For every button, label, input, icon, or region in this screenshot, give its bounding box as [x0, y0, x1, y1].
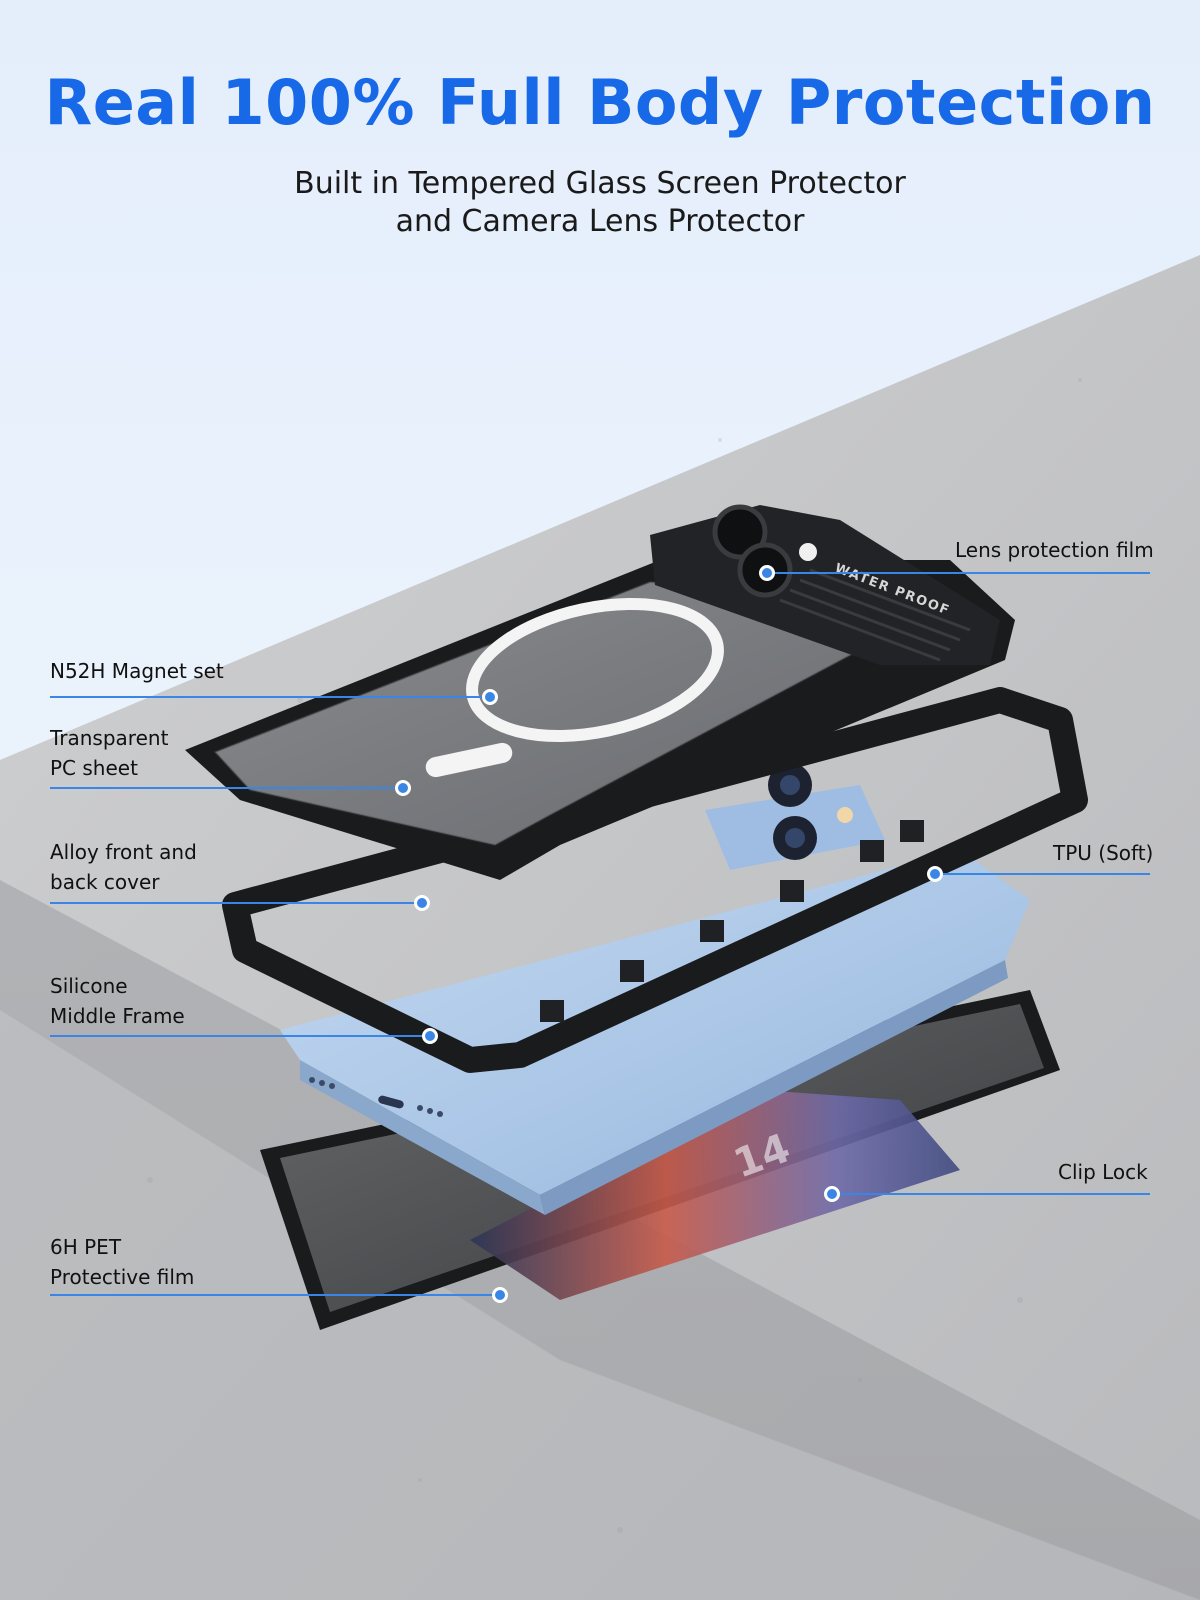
page-title: Real 100% Full Body Protection	[44, 66, 1156, 139]
callout-alloy-cover-dot	[414, 895, 430, 911]
back-cover: WATER PROOF	[185, 504, 1015, 880]
callout-pet-film-label-1: 6H PET	[50, 1235, 122, 1259]
callout-pc-sheet-label-1: Transparent	[50, 726, 169, 750]
callout-lens-film-line	[767, 572, 1150, 574]
callout-pc-sheet-dot	[395, 780, 411, 796]
callout-tpu-dot	[927, 866, 943, 882]
callout-silicone-frame-label-1: Silicone	[50, 974, 128, 998]
callout-clip-lock-dot	[824, 1186, 840, 1202]
callout-alloy-cover-label-1: Alloy front and	[50, 840, 197, 864]
callout-silicone-frame-dot	[422, 1028, 438, 1044]
callout-pet-film-dot	[492, 1287, 508, 1303]
callout-silicone-frame-line	[50, 1035, 430, 1037]
callout-alloy-cover-line	[50, 902, 422, 904]
callout-pc-sheet-line	[50, 787, 403, 789]
callout-tpu-line	[935, 873, 1150, 875]
callout-pet-film-label-2: Protective film	[50, 1265, 195, 1289]
callout-pc-sheet-label-2: PC sheet	[50, 756, 138, 780]
phone	[280, 763, 1030, 1215]
middle-frame	[222, 687, 1088, 1073]
callout-pet-film-line	[50, 1294, 500, 1296]
callout-lens-film-label: Lens protection film	[955, 538, 1154, 562]
callout-magnet-line	[50, 696, 490, 698]
callout-silicone-frame-label-2: Middle Frame	[50, 1004, 185, 1028]
callout-alloy-cover-label-2: back cover	[50, 870, 160, 894]
callout-clip-lock-line	[832, 1193, 1150, 1195]
bottom-frame-and-film: 14	[260, 990, 1060, 1330]
callout-magnet-label: N52H Magnet set	[50, 659, 224, 683]
callout-lens-film-dot	[759, 565, 775, 581]
callout-tpu-label: TPU (Soft)	[1053, 841, 1154, 865]
callout-clip-lock-label: Clip Lock	[1058, 1160, 1148, 1184]
subtitle-line-1: Built in Tempered Glass Screen Protector	[294, 166, 906, 201]
subtitle-line-2: and Camera Lens Protector	[395, 204, 805, 239]
callout-magnet-dot	[482, 689, 498, 705]
